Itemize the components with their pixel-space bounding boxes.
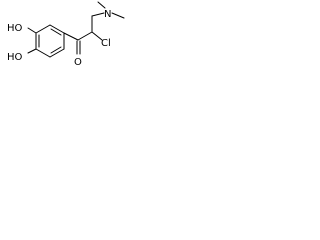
upper-hydroxyl-bond <box>27 27 37 34</box>
ring-inner-double-bond-2 <box>50 46 62 54</box>
ring-bond-6 <box>35 24 51 34</box>
benzene-ring <box>35 24 65 58</box>
lower-hydroxyl-bond <box>27 48 37 54</box>
ring-to-carbonyl-bond <box>63 32 79 41</box>
methylene-to-nitrogen-bond <box>91 12 105 17</box>
chemical-structure-diagram: HO HO O N Cl <box>7 1 125 68</box>
alpha-carbon-to-chlorine-bond <box>91 31 103 41</box>
ring-bond-1 <box>49 24 65 34</box>
chlorine-label: Cl <box>101 38 111 49</box>
nitrogen-methyl-bond-left <box>97 1 106 9</box>
ring-bond-3 <box>49 48 65 58</box>
upper-hydroxyl-label: HO <box>7 23 23 34</box>
nitrogen-methyl-bond-right <box>111 12 125 19</box>
carbonyl-to-alpha-carbon-bond <box>77 31 93 41</box>
carbonyl-oxygen-label: O <box>74 57 82 68</box>
ring-inner-double-bond-1 <box>50 28 62 36</box>
ring-bond-4 <box>35 48 51 58</box>
lower-hydroxyl-label: HO <box>7 52 23 63</box>
nitrogen-label: N <box>104 9 111 20</box>
